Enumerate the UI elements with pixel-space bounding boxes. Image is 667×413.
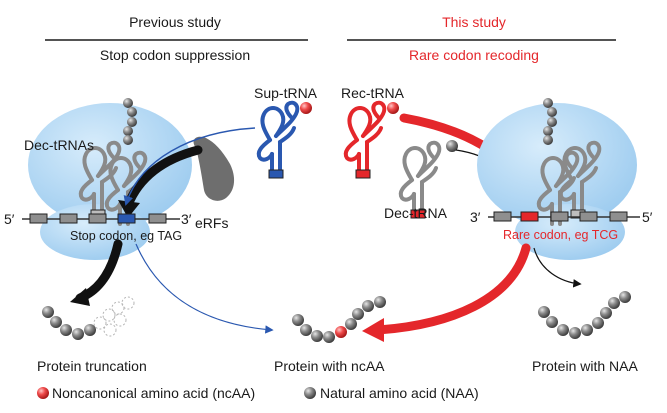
label-erfs: eRFs bbox=[195, 215, 228, 231]
mrna-right bbox=[488, 211, 640, 222]
legend-ncaa-label: Noncanonical amino acid (ncAA) bbox=[52, 385, 255, 401]
label-dec-trna: Dec-tRNA bbox=[384, 205, 448, 221]
label-protein-ncaa: Protein with ncAA bbox=[274, 358, 385, 374]
arrow-rare-to-ncaa bbox=[373, 243, 531, 335]
peptide-chain-right bbox=[543, 98, 557, 145]
label-5prime-left: 5′ bbox=[4, 211, 15, 227]
legend-ncaa-icon bbox=[37, 387, 49, 399]
arrow-erf-head bbox=[118, 200, 140, 218]
peptide-chain-left bbox=[123, 98, 137, 145]
protein-naa-chain bbox=[538, 291, 631, 339]
rare-codon-box bbox=[520, 211, 539, 222]
header-previous-subtitle: Stop codon suppression bbox=[100, 47, 250, 63]
label-3prime-left: 3′ bbox=[181, 211, 192, 227]
label-5prime-right: 5′ bbox=[642, 209, 653, 225]
label-dec-trnas: Dec-tRNAs bbox=[24, 137, 94, 153]
protein-truncation-chain bbox=[42, 296, 135, 340]
protein-ncaa-chain bbox=[292, 296, 386, 343]
sup-trna bbox=[256, 100, 312, 179]
label-stop-codon: Stop codon, eg TAG bbox=[70, 229, 182, 243]
legend-naa-icon bbox=[304, 387, 316, 399]
arrow-to-ncaa-protein bbox=[135, 243, 274, 334]
legend-naa-label: Natural amino acid (NAA) bbox=[320, 385, 479, 401]
stop-codon-box bbox=[117, 213, 136, 224]
header-previous-study: Previous study bbox=[129, 14, 221, 30]
arrow-truncation-head bbox=[70, 288, 90, 306]
label-sup-trna: Sup-tRNA bbox=[254, 85, 318, 101]
mrna-left bbox=[22, 213, 180, 224]
header-this-subtitle: Rare codon recoding bbox=[409, 47, 539, 63]
label-rec-trna: Rec-tRNA bbox=[341, 85, 405, 101]
ncaa-residue bbox=[335, 326, 347, 338]
dec-trna-free bbox=[398, 140, 458, 219]
arrow-sup-to-stop bbox=[123, 127, 256, 206]
label-protein-truncation: Protein truncation bbox=[37, 358, 147, 374]
label-protein-naa: Protein with NAA bbox=[532, 358, 638, 374]
label-rare-codon: Rare codon, eg TCG bbox=[503, 228, 618, 242]
rec-trna bbox=[343, 100, 399, 179]
ribosome-right bbox=[477, 103, 637, 260]
label-3prime-right: 3′ bbox=[470, 209, 481, 225]
erf-protein-shape bbox=[193, 136, 235, 201]
arrow-to-naa-protein bbox=[533, 247, 582, 288]
legend: Noncanonical amino acid (ncAA) Natural a… bbox=[37, 385, 479, 401]
arrow-rare-ncaa-head bbox=[362, 318, 384, 342]
header-this-study: This study bbox=[442, 14, 506, 30]
